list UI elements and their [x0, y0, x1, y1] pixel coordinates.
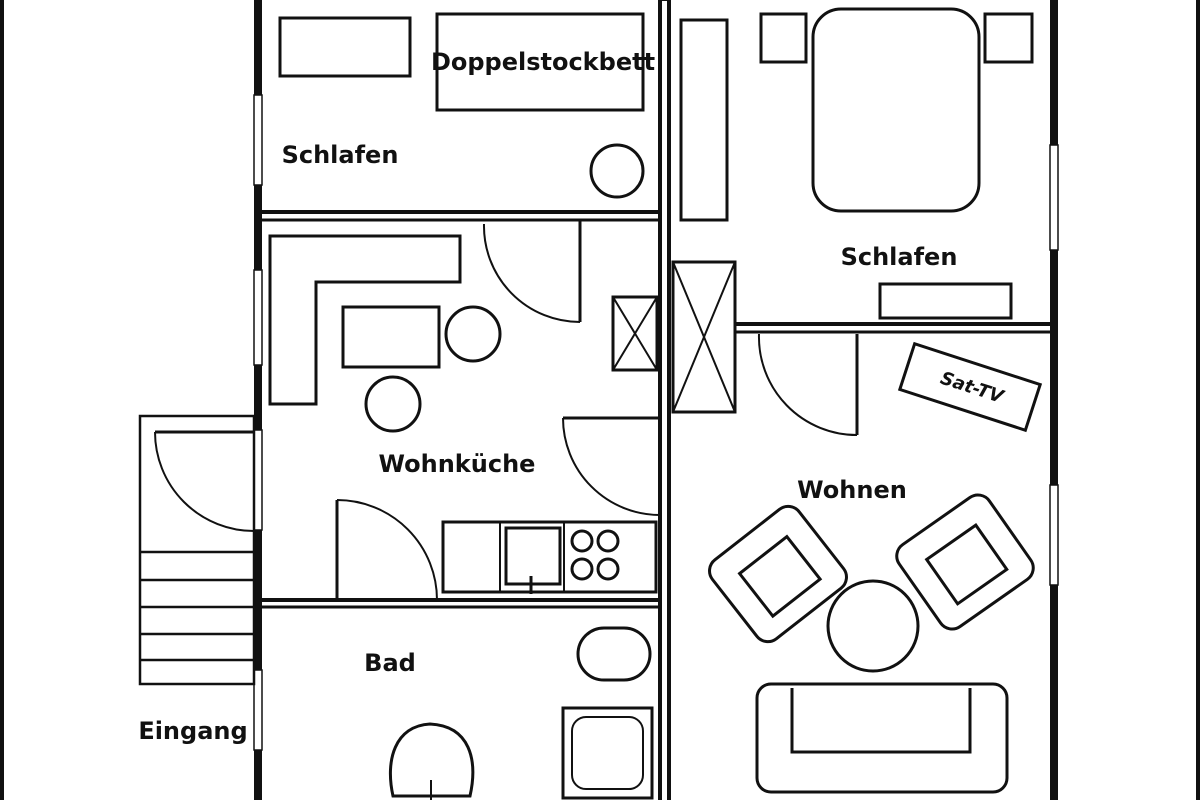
label-bath: Bad: [364, 649, 416, 677]
double-bed: [811, 7, 981, 213]
kitchen-counter: [441, 520, 658, 594]
stool-2: [364, 375, 422, 433]
round-table: [589, 143, 645, 199]
stool-1: [444, 305, 502, 363]
bath-furniture: [388, 626, 654, 800]
nightstand-left: [759, 12, 808, 64]
living-furniture: [708, 341, 1043, 794]
right-bedroom-furniture: [671, 7, 1034, 414]
bed-single: [278, 16, 412, 78]
left-bedroom-furniture: [278, 12, 645, 199]
bench: [878, 282, 1013, 320]
doors: [154, 220, 859, 601]
corner-bench: [268, 234, 462, 406]
label-bunk-bed: Doppelstockbett: [431, 48, 655, 76]
washbasin: [388, 722, 475, 798]
sat-tv-unit: [897, 341, 1043, 433]
label-bedroom-right: Schlafen: [841, 243, 958, 271]
nightstand-right: [983, 12, 1034, 64]
armchair-right: [895, 493, 1035, 631]
shaft-block: [671, 260, 737, 414]
exterior-walls: [253, 0, 1059, 800]
coffee-table: [826, 579, 920, 673]
kitchen-living-furniture: [268, 234, 659, 594]
labels: Doppelstockbett Schlafen Schlafen Wohnkü…: [138, 48, 1007, 745]
label-bedroom-left: Schlafen: [282, 141, 399, 169]
bunk-bed: [435, 12, 645, 112]
small-shaft: [611, 295, 659, 372]
armchair-left: [708, 504, 848, 644]
sink: [504, 526, 562, 586]
interior-walls: [262, 0, 1050, 800]
shower: [561, 706, 654, 800]
wardrobe: [679, 18, 729, 222]
label-sat-tv: Sat-TV: [938, 368, 1008, 409]
toilet: [576, 626, 652, 682]
label-living: Wohnen: [797, 476, 907, 504]
entrance-stairs: [138, 414, 256, 686]
sofa: [755, 682, 1009, 794]
label-entrance: Eingang: [138, 717, 247, 745]
label-kitchen-living: Wohnküche: [379, 450, 536, 478]
dining-table: [341, 305, 441, 369]
